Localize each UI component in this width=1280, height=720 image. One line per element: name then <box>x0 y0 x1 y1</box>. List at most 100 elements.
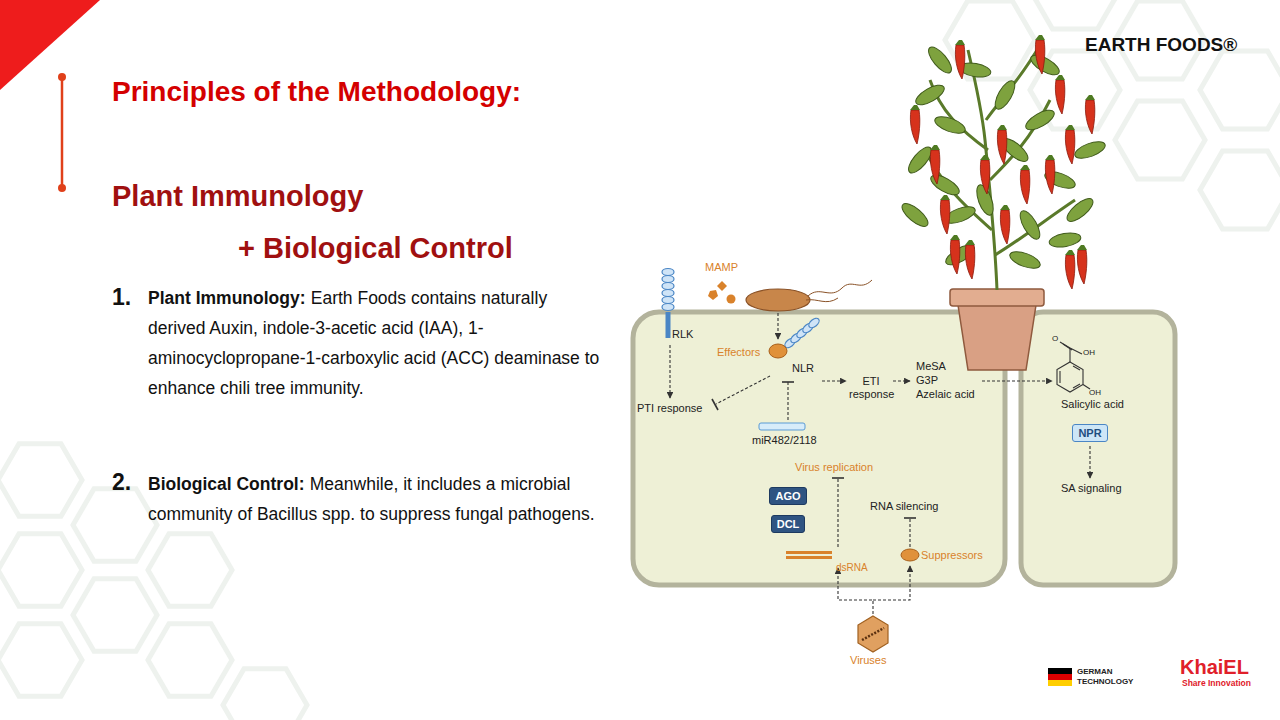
list-heading: Biological Control: <box>148 474 305 494</box>
chili-body <box>1035 40 1044 74</box>
corner-triangle <box>0 0 100 90</box>
protein-box: DCL <box>771 515 806 533</box>
leaf <box>925 44 956 77</box>
accent-dot <box>58 73 66 81</box>
leaf <box>933 113 968 136</box>
inhibition-bars <box>712 382 916 518</box>
node-text: NPR <box>1078 427 1101 439</box>
hexagon-outline <box>0 534 82 607</box>
leaf <box>899 200 932 231</box>
chili-cap <box>1055 75 1065 80</box>
chili-cap <box>1045 155 1055 160</box>
receptor-coil <box>662 269 674 276</box>
section-heading: + Biological Control <box>238 232 513 265</box>
pathway-label: ETI response <box>849 375 893 400</box>
accent-line <box>61 77 64 188</box>
chili-body <box>980 160 989 194</box>
chili-body <box>997 130 1006 164</box>
pathway-label: RLK <box>672 328 693 341</box>
plant-cell <box>1021 312 1175 585</box>
section-heading: Plant Immunology <box>112 180 363 213</box>
flag-stripe <box>1048 674 1072 680</box>
mamp-particle <box>727 295 736 304</box>
flagellum <box>808 280 872 296</box>
hexagon-outline <box>945 1 1035 79</box>
pathway-arrows <box>670 313 1090 614</box>
receptor-coil <box>662 283 674 290</box>
chili-body <box>950 240 959 274</box>
chili-pepper <box>980 155 990 194</box>
chili-body <box>955 45 964 79</box>
leaf <box>1008 248 1043 271</box>
chili-body <box>1077 250 1086 284</box>
node-text: DCL <box>777 518 800 530</box>
pathway-label: Azelaic acid <box>916 388 975 401</box>
pathway-label: RNA silencing <box>870 500 938 513</box>
hexagon-outline <box>1200 151 1280 229</box>
hexagon-outline <box>73 579 157 652</box>
pathway-label: MeSA <box>916 360 946 373</box>
chili-cap <box>1077 245 1087 250</box>
flower-pot <box>958 305 1036 370</box>
list-number: 2. <box>112 469 131 495</box>
chili-body <box>910 110 919 144</box>
hexagon-outline <box>1115 101 1205 179</box>
chili-cap <box>1085 95 1095 100</box>
chili-body <box>1000 210 1009 244</box>
receptor-stalk <box>666 312 671 338</box>
chili-pepper <box>1055 75 1065 114</box>
hexagon-outline <box>1200 51 1280 129</box>
hexagon-outline <box>0 624 82 697</box>
suppressor-protein <box>901 549 919 561</box>
chili-pepper <box>910 105 920 144</box>
chili-body <box>930 150 939 184</box>
list-item: Plant Immunology:Earth Foods contains na… <box>148 283 600 403</box>
chili-cap <box>997 125 1007 130</box>
pathway-label: MAMP <box>705 261 738 274</box>
plant-cell <box>633 312 1005 585</box>
chili-pepper <box>997 125 1007 164</box>
protein-box: AGO <box>769 487 806 505</box>
chili-body <box>1065 255 1074 289</box>
chili-pepper <box>1085 95 1095 134</box>
hexagon-outline <box>148 624 232 697</box>
chili-pepper <box>930 145 940 184</box>
leaf <box>991 78 1018 112</box>
chili-plant <box>899 35 1108 290</box>
pathway-label: Effectors <box>717 346 760 359</box>
mamp-particle <box>717 281 727 291</box>
chili-body <box>940 200 949 234</box>
mirna <box>759 423 805 430</box>
virus <box>858 616 888 652</box>
leaf <box>1023 106 1057 133</box>
list-number: 1. <box>112 284 131 310</box>
chili-pepper <box>1065 250 1075 289</box>
pathway-label: NLR <box>792 362 814 375</box>
receptor-coil <box>662 276 674 283</box>
node-text: AGO <box>775 490 800 502</box>
pathway-label: Salicylic acid <box>1061 398 1124 411</box>
chili-cap <box>965 240 975 245</box>
chili-pepper <box>940 195 950 234</box>
list-heading: Plant Immunology: <box>148 288 306 308</box>
chili-cap <box>1065 250 1075 255</box>
leaf <box>913 81 947 108</box>
chili-cap <box>950 235 960 240</box>
badge-text: GERMAN TECHNOLOGY <box>1077 667 1143 686</box>
hexagon-outline <box>0 444 82 517</box>
protein-box: NPR <box>1072 424 1107 442</box>
receptor-coil <box>662 297 674 304</box>
chili-pepper <box>1077 245 1087 284</box>
leaf <box>1064 195 1097 226</box>
bacterium <box>746 289 810 311</box>
chili-cap <box>1020 165 1030 170</box>
effector-protein <box>769 344 787 358</box>
hexagon-outline <box>1030 0 1120 29</box>
leaf <box>1073 138 1108 161</box>
receptor-coil <box>807 316 821 329</box>
list-item: Biological Control:Meanwhile, it include… <box>148 469 600 529</box>
chili-pepper <box>950 235 960 274</box>
partner-tagline: Share Innovation <box>1182 679 1251 689</box>
